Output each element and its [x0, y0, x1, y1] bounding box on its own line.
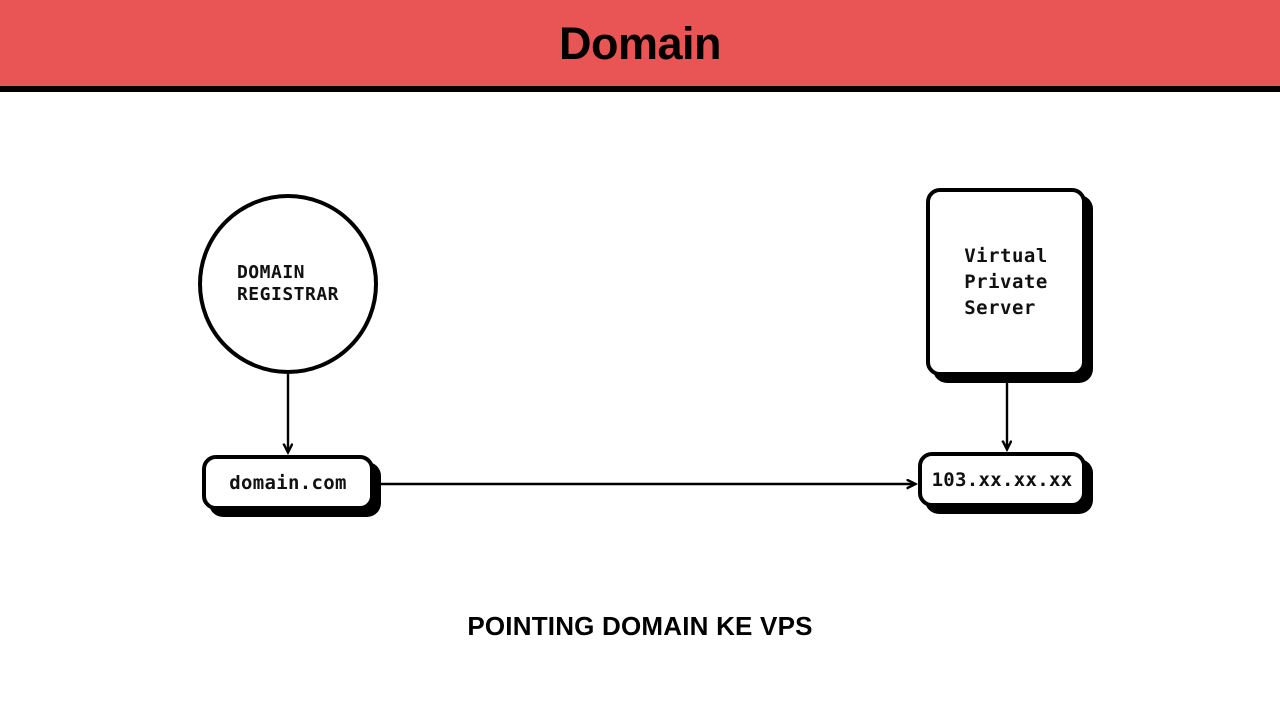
vps-line-3: Server	[964, 297, 1036, 320]
node-domain-name-label: domain.com	[229, 471, 347, 494]
node-ip-address-label: 103.xx.xx.xx	[931, 468, 1073, 491]
registrar-line-1: DOMAIN	[236, 262, 305, 284]
page-header: Domain	[0, 0, 1280, 92]
node-domain-registrar-label: DOMAIN REGISTRAR	[237, 262, 339, 305]
node-domain-name[interactable]: domain.com	[202, 455, 374, 510]
diagram-caption: POINTING DOMAIN KE VPS	[467, 611, 813, 641]
diagram-canvas: DOMAIN REGISTRAR Virtual Private Server …	[0, 98, 1280, 720]
vps-line-1: Virtual	[964, 244, 1048, 267]
node-virtual-private-server[interactable]: Virtual Private Server	[926, 188, 1086, 376]
node-ip-address[interactable]: 103.xx.xx.xx	[918, 452, 1086, 507]
node-domain-registrar[interactable]: DOMAIN REGISTRAR	[198, 194, 378, 374]
registrar-line-2: REGISTRAR	[236, 284, 340, 305]
node-vps-label: Virtual Private Server	[964, 243, 1048, 322]
vps-line-2: Private	[964, 270, 1048, 293]
page-title: Domain	[558, 17, 722, 69]
